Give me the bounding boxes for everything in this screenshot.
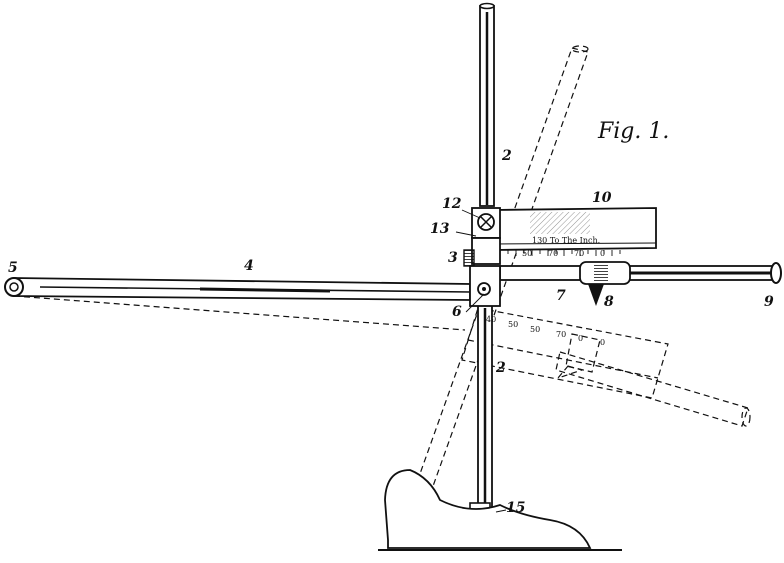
phantom-tick-6: 0 — [600, 338, 605, 347]
scale-tick-label-1: 50 — [522, 249, 532, 258]
phantom-rod — [555, 351, 749, 427]
ref-8: 8 — [604, 294, 614, 310]
ref-6: 6 — [452, 304, 462, 320]
phantom-tick-3: 50 — [530, 325, 540, 334]
long-bar — [4, 277, 471, 301]
right-rod-end-knob — [770, 262, 782, 284]
phantom-vertical-bar — [395, 47, 589, 546]
ref-12: 12 — [442, 196, 462, 212]
long-bar-highlight — [199, 287, 331, 293]
phantom-position — [13, 45, 751, 546]
marking-point — [588, 284, 604, 306]
reference-numerals: 2 2 3 4 5 6 7 8 9 10 12 13 15 — [8, 148, 774, 516]
phantom-scale-inner-line — [467, 339, 659, 379]
scale-plate: 130 To The Inch. 50 70 70 0 — [493, 207, 657, 258]
center-clamp — [463, 207, 501, 307]
scale-tick-label-3: 70 — [574, 249, 584, 258]
ref-2-top: 2 — [501, 148, 512, 164]
ref-5: 5 — [8, 260, 18, 276]
phantom-tick-2: 50 — [508, 320, 518, 329]
phantom-scale-frame — [461, 307, 669, 399]
ref-13: 13 — [430, 221, 450, 237]
ref-10: 10 — [592, 190, 612, 206]
phantom-scale-labels: 40 50 50 70 0 0 — [486, 315, 605, 347]
ref-2-bottom: 2 — [495, 360, 506, 376]
phantom-tick-1: 40 — [486, 315, 496, 324]
ref-9: 9 — [764, 294, 774, 310]
long-bar-end-hole — [9, 282, 19, 292]
ref-15: 15 — [506, 500, 525, 516]
phantom-rod-end — [741, 407, 751, 427]
scale-plate-shading — [530, 212, 590, 234]
phantom-tick-4: 70 — [556, 330, 566, 339]
ground-profile — [378, 469, 622, 551]
thumb-nut-3 — [463, 249, 475, 267]
scale-tick-label-4: 0 — [600, 249, 605, 258]
phantom-long-bar-lower-edge — [13, 295, 466, 331]
ref-3: 3 — [448, 250, 458, 266]
middle-clamp — [471, 237, 501, 265]
phantom-slider — [565, 333, 601, 373]
scale-tick-label-2: 70 — [548, 249, 558, 258]
scale-caption: 130 To The Inch. — [532, 236, 600, 245]
ref-7: 7 — [556, 288, 566, 304]
scale-baseline — [493, 242, 657, 245]
vertical-bar-top-cap — [479, 2, 495, 10]
leader-lines — [455, 209, 507, 513]
slider-clamp-shading — [594, 264, 608, 282]
right-rod — [499, 261, 782, 306]
figure-title: Fig. 1. — [597, 119, 669, 144]
phantom-tick-5: 0 — [578, 334, 583, 343]
stone-outline — [384, 469, 592, 549]
phantom-bar-top-cap — [571, 45, 589, 53]
ref-4: 4 — [244, 258, 254, 274]
